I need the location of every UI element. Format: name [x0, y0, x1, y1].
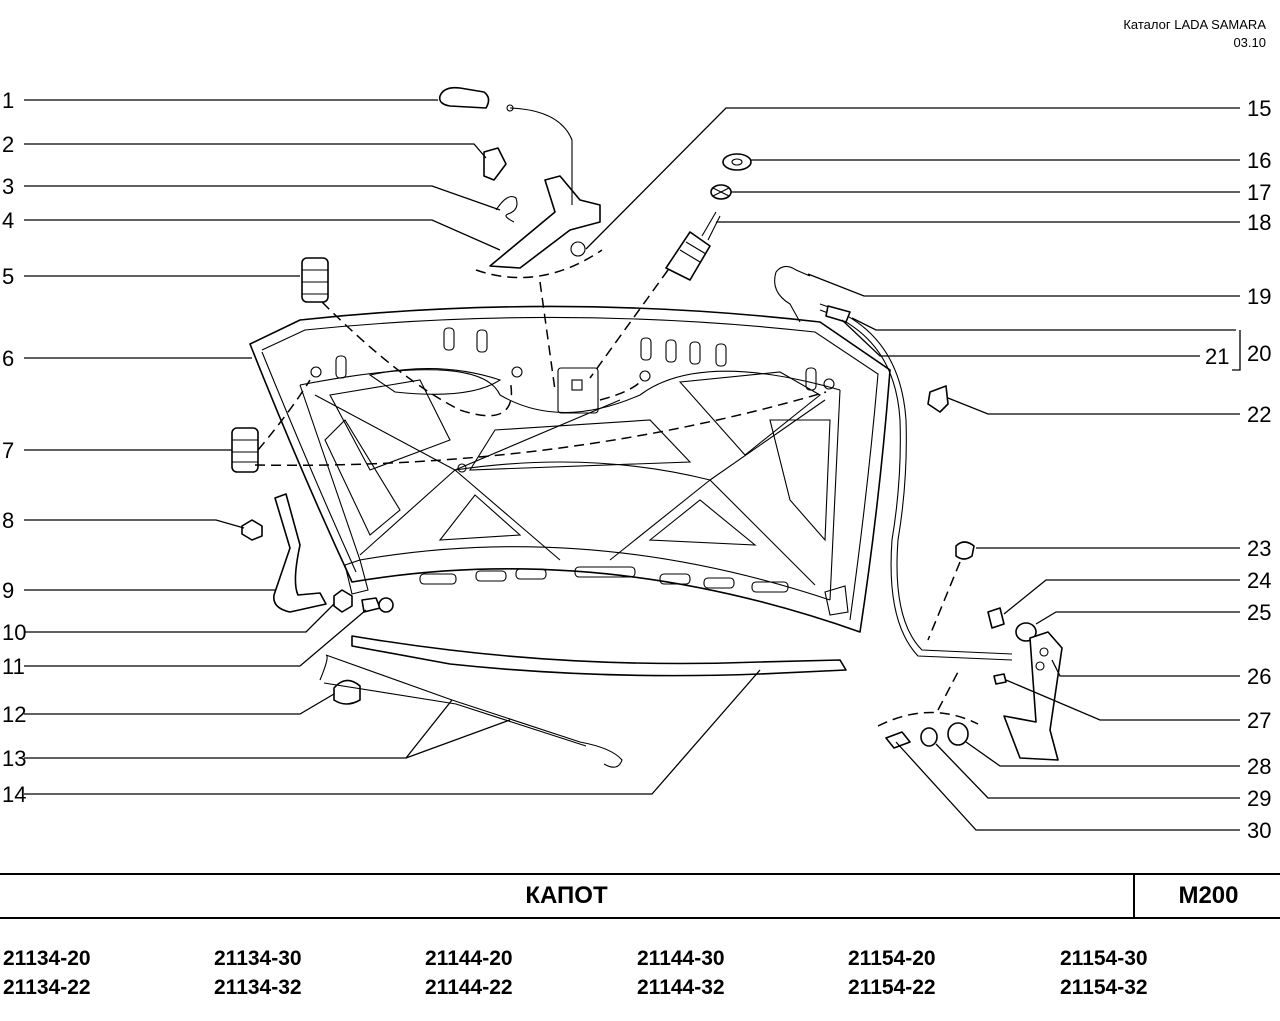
latch-zone-arc — [475, 249, 603, 279]
part-3-spring — [495, 195, 518, 223]
model-code: 21154-30 — [1060, 947, 1148, 970]
part-28-bushing — [947, 722, 969, 746]
model-column: 21134-30 21134-32 — [214, 944, 302, 1002]
part-29-washer — [920, 727, 938, 747]
model-column: 21154-20 21154-22 — [848, 944, 936, 1002]
callout-17: 17 — [1247, 180, 1271, 205]
part-10-nut — [333, 589, 353, 613]
part-27-pin — [993, 673, 1007, 685]
part-22-clip — [927, 385, 949, 413]
part-20-release-cable — [819, 303, 1013, 661]
model-code: 21144-20 — [425, 947, 513, 970]
part-12-grommet — [333, 679, 361, 705]
part-5-bumper — [301, 257, 329, 303]
part-1 — [438, 86, 490, 109]
part-17-star-washer — [710, 184, 732, 200]
catalog-title: Каталог LADA SAMARA — [1123, 17, 1266, 32]
callout-13: 13 — [2, 746, 26, 771]
callout-30: 30 — [1247, 818, 1271, 843]
callout-3: 3 — [2, 174, 14, 199]
model-code: 21134-30 — [214, 947, 302, 970]
part-25-washer — [1015, 622, 1037, 642]
hood-panel — [249, 305, 891, 633]
catalog-date: 03.10 — [1233, 35, 1266, 50]
lever-zone-arc — [877, 711, 979, 727]
part-24-screw — [987, 607, 1005, 629]
part-14-seal — [351, 635, 847, 677]
model-code: 21144-30 — [637, 947, 725, 970]
part-7-bumper — [231, 427, 259, 473]
callout-12: 12 — [2, 702, 26, 727]
model-code: 21144-32 — [637, 976, 725, 999]
callout-21: 21 — [1205, 344, 1229, 369]
callout-26: 26 — [1247, 664, 1271, 689]
model-column: 21154-30 21154-32 — [1060, 944, 1148, 1002]
callout-24: 24 — [1247, 568, 1271, 593]
model-column: 21144-20 21144-22 — [425, 944, 513, 1002]
callout-1: 1 — [2, 88, 14, 113]
model-code: 21134-22 — [3, 976, 91, 999]
part-2 — [483, 147, 507, 181]
callout-22: 22 — [1247, 402, 1271, 427]
leader-lines — [24, 99, 1241, 831]
hood-exploded-diagram: 1 2 3 4 5 6 7 8 9 10 11 12 13 14 15 16 1… — [2, 86, 1271, 843]
part-18-adjuster — [665, 211, 721, 281]
section-title: КАПОТ — [525, 882, 608, 909]
model-code: 21154-32 — [1060, 976, 1148, 999]
callout-15: 15 — [1247, 96, 1271, 121]
callout-7: 7 — [2, 438, 14, 463]
callout-6: 6 — [2, 346, 14, 371]
part-9-hinge-plate — [273, 493, 327, 613]
part-26-release-lever — [1003, 631, 1063, 761]
callout-16: 16 — [1247, 148, 1271, 173]
model-code: 21144-22 — [425, 976, 513, 999]
callout-23: 23 — [1247, 536, 1271, 561]
part-23-cap — [955, 541, 975, 560]
callout-4: 4 — [2, 208, 14, 233]
callout-28: 28 — [1247, 754, 1271, 779]
model-column: 21134-20 21134-22 — [3, 944, 91, 1002]
callout-5: 5 — [2, 264, 14, 289]
callout-11: 11 — [2, 654, 25, 679]
part-11-bolt — [361, 597, 394, 613]
part-16-washer — [722, 153, 752, 171]
section-code: M200 — [1133, 875, 1280, 917]
part-19-cable-clip — [774, 265, 811, 323]
title-bar: КАПОТ M200 — [0, 873, 1280, 919]
model-column: 21144-30 21144-32 — [637, 944, 725, 1002]
model-code: 21154-20 — [848, 947, 936, 970]
callout-25: 25 — [1247, 600, 1271, 625]
callout-14: 14 — [2, 782, 26, 807]
callout-2: 2 — [2, 132, 14, 157]
part-13-hood-rod — [319, 654, 623, 768]
part-4-hood-latch — [489, 104, 601, 269]
callout-20: 20 — [1247, 341, 1271, 366]
part-8-screw — [241, 519, 263, 541]
callout-19: 19 — [1247, 284, 1271, 309]
model-code: 21154-22 — [848, 976, 936, 999]
model-code: 21134-32 — [214, 976, 302, 999]
model-code: 21134-20 — [3, 947, 91, 970]
callout-9: 9 — [2, 578, 14, 603]
install-paths — [254, 269, 961, 711]
callout-18: 18 — [1247, 210, 1271, 235]
callout-numbers: 1 2 3 4 5 6 7 8 9 10 11 12 13 14 15 16 1… — [2, 88, 1271, 843]
callout-8: 8 — [2, 508, 14, 533]
part-30-bolt — [885, 731, 911, 749]
callout-27: 27 — [1247, 708, 1271, 733]
callout-29: 29 — [1247, 786, 1271, 811]
callout-10: 10 — [2, 620, 26, 645]
